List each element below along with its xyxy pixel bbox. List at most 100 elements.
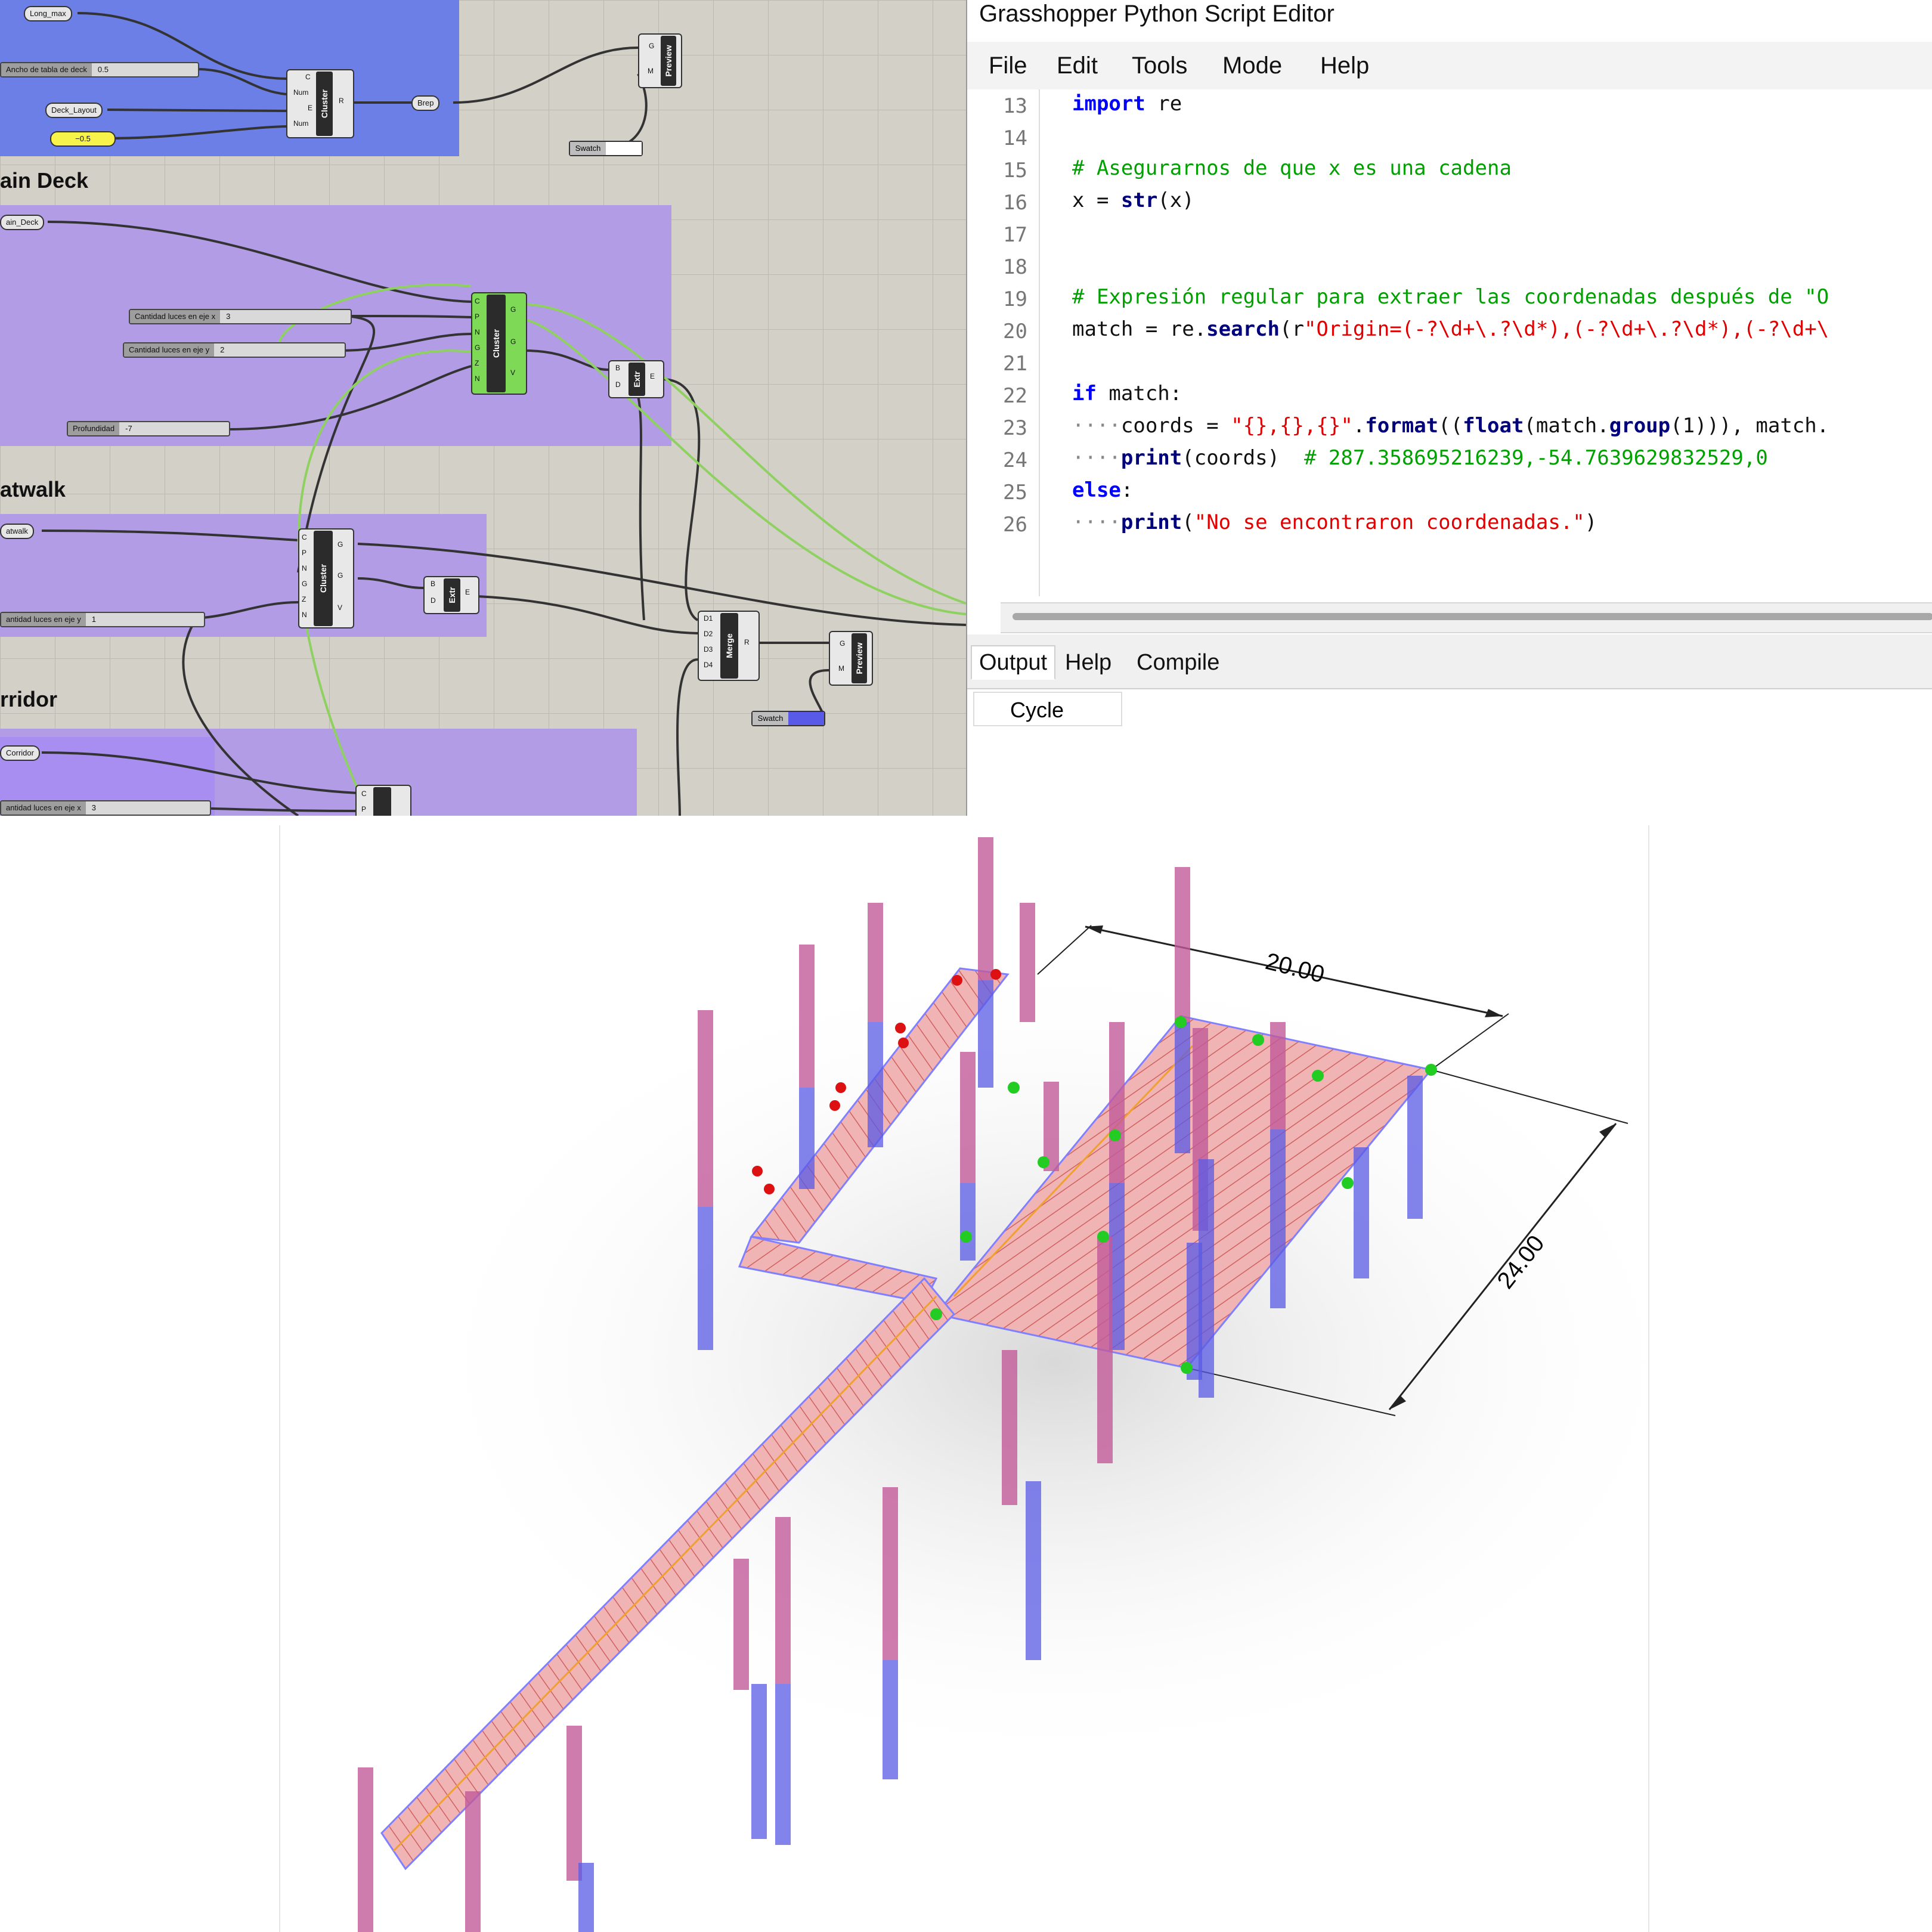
code-token: ) bbox=[1584, 510, 1597, 534]
pin: D2 bbox=[704, 630, 713, 638]
horizontal-scrollbar[interactable] bbox=[1001, 602, 1932, 633]
grasshopper-canvas[interactable]: ain Deck atwalk rridor bbox=[0, 0, 966, 816]
pin: G bbox=[649, 42, 655, 50]
pin: G bbox=[302, 580, 308, 588]
slider-value: 1 bbox=[91, 615, 96, 624]
param-catwalk[interactable]: atwalk bbox=[0, 524, 34, 539]
cluster-core: Cluster bbox=[487, 295, 506, 392]
preview-core: Preview bbox=[661, 36, 676, 86]
slider-luces-y-value: 2 bbox=[220, 345, 225, 354]
extrude-component-1[interactable]: B D Extr E bbox=[608, 360, 664, 398]
preview-component-2[interactable]: G M Preview bbox=[829, 631, 873, 686]
line-number: 21 bbox=[1003, 352, 1027, 376]
cluster-component-3[interactable]: C P N G Z N Cluster G G V bbox=[298, 528, 354, 628]
line-number: 19 bbox=[1003, 287, 1027, 311]
slider-ancho-label: Ancho de tabla de deck bbox=[1, 63, 92, 76]
cluster-component-2[interactable]: C P N G Z N Cluster G G V bbox=[471, 292, 527, 395]
code-whitespace: ···· bbox=[1072, 510, 1121, 534]
output-column-header[interactable]: Cycle bbox=[973, 692, 1122, 726]
code-token: (match. bbox=[1524, 414, 1609, 438]
panel-negative-value[interactable]: −0.5 bbox=[50, 131, 116, 147]
line-number: 17 bbox=[1003, 223, 1027, 247]
cluster-core bbox=[373, 787, 391, 816]
menu-mode[interactable]: Mode bbox=[1222, 52, 1283, 79]
swatch-1[interactable]: Swatch bbox=[569, 141, 643, 156]
line-number: 13 bbox=[1003, 94, 1027, 118]
line-number: 20 bbox=[1003, 320, 1027, 343]
slider-profundidad-label: Profundidad bbox=[68, 422, 120, 435]
tab-compile[interactable]: Compile bbox=[1137, 650, 1220, 675]
pin: N bbox=[302, 611, 307, 619]
scrollbar-thumb[interactable] bbox=[1013, 613, 1932, 620]
menu-tools[interactable]: Tools bbox=[1132, 52, 1188, 79]
param-deck-layout[interactable]: Deck_Layout bbox=[45, 103, 103, 118]
code-line-19: # Expresión regular para extraer las coo… bbox=[1072, 285, 1829, 309]
code-line-26: ····print("No se encontraron coordenadas… bbox=[1072, 510, 1597, 534]
merge-component[interactable]: D1 D2 D3 D4 Merge R bbox=[698, 611, 760, 681]
param-long-max[interactable]: Long_max bbox=[24, 6, 72, 21]
slider-value: 3 bbox=[91, 803, 96, 812]
code-token: (x) bbox=[1157, 188, 1194, 212]
line-number: 18 bbox=[1003, 255, 1027, 279]
cluster-title: Cluster bbox=[318, 564, 328, 593]
pin: N bbox=[475, 328, 480, 336]
output-tabs: Output Help Compile bbox=[967, 634, 1932, 689]
slider-profundidad[interactable]: Profundidad-7 bbox=[67, 421, 230, 436]
pin: C bbox=[475, 297, 480, 305]
code-string: "No se encontraron coordenadas." bbox=[1194, 510, 1585, 534]
preview-core: Preview bbox=[852, 633, 867, 683]
menu-help[interactable]: Help bbox=[1320, 52, 1370, 79]
pin: B bbox=[431, 580, 436, 588]
pin: P bbox=[475, 312, 480, 321]
pin: D1 bbox=[704, 614, 713, 623]
slider-ancho-tabla[interactable]: Ancho de tabla de deck 0.5 bbox=[0, 62, 199, 78]
extrude-component-2[interactable]: B D Extr E bbox=[423, 576, 479, 614]
pin: N bbox=[302, 564, 307, 572]
line-number: 26 bbox=[1003, 513, 1027, 537]
slider-ancho-value: 0.5 bbox=[97, 65, 109, 74]
pin: N bbox=[475, 374, 480, 383]
corridor-walkway bbox=[380, 1277, 956, 1871]
cluster-component-4[interactable]: C P bbox=[355, 785, 411, 816]
pin: D3 bbox=[704, 645, 713, 654]
param-main-deck[interactable]: ain_Deck bbox=[0, 215, 45, 230]
pin: Z bbox=[475, 359, 479, 367]
pin: C bbox=[302, 533, 307, 541]
menu-file[interactable]: File bbox=[989, 52, 1027, 79]
group-label-catwalk: atwalk bbox=[0, 477, 66, 501]
pin: Num bbox=[293, 119, 309, 128]
code-line-25: else: bbox=[1072, 478, 1133, 502]
line-number: 16 bbox=[1003, 191, 1027, 215]
cluster-component-1[interactable]: C Num E Num Cluster R bbox=[286, 69, 354, 138]
preview-title: Preview bbox=[854, 642, 864, 674]
editor-title: Grasshopper Python Script Editor bbox=[979, 1, 1335, 27]
param-corridor[interactable]: Corridor bbox=[0, 745, 40, 761]
param-brep[interactable]: Brep bbox=[411, 95, 440, 111]
slider-luces-x-label: Cantidad luces en eje x bbox=[130, 310, 221, 323]
menu-edit[interactable]: Edit bbox=[1057, 52, 1098, 79]
pin: C bbox=[361, 789, 367, 798]
code-token: else bbox=[1072, 478, 1121, 502]
corridor-axis-line bbox=[392, 1295, 937, 1852]
line-number: 15 bbox=[1003, 159, 1027, 182]
support-nodes bbox=[930, 1016, 1437, 1374]
tab-help[interactable]: Help bbox=[1065, 650, 1112, 675]
tab-output[interactable]: Output bbox=[971, 645, 1056, 680]
rhino-render-view: 20.00 24.00 bbox=[279, 825, 1649, 1932]
code-token: format bbox=[1365, 414, 1439, 438]
line-number: 23 bbox=[1003, 416, 1027, 440]
cluster-core: Cluster bbox=[314, 531, 333, 626]
code-line-13: import re bbox=[1072, 92, 1182, 116]
swatch-2[interactable]: Swatch bbox=[751, 711, 825, 726]
pin: C bbox=[305, 73, 311, 81]
preview-component-1[interactable]: G M Preview bbox=[638, 33, 682, 88]
pin: E bbox=[308, 104, 313, 112]
code-editor[interactable]: 13 14 15 16 17 18 19 20 21 22 23 24 25 2… bbox=[967, 89, 1932, 596]
code-comment: # 287.358695216239,-54.7639629832529,0 bbox=[1304, 446, 1768, 470]
code-token: (coords) bbox=[1182, 446, 1304, 470]
pin: G bbox=[510, 305, 516, 314]
